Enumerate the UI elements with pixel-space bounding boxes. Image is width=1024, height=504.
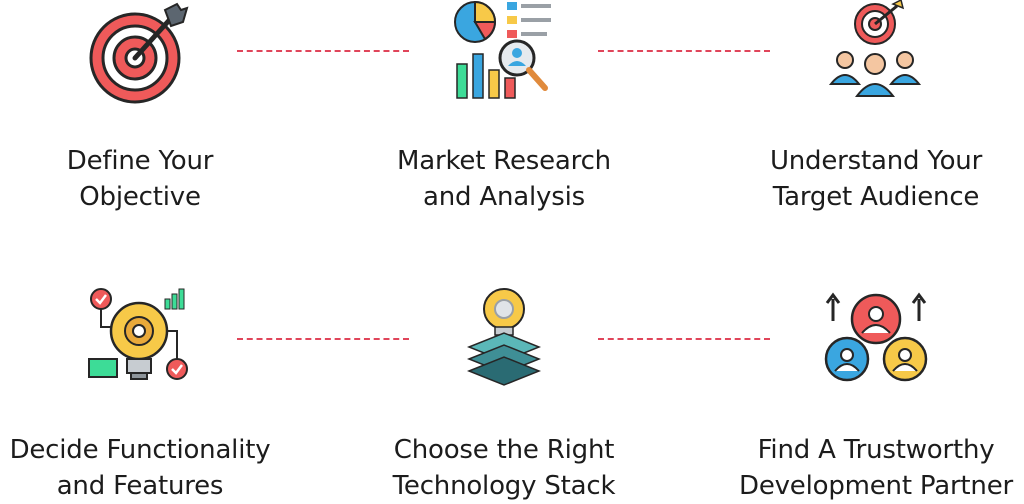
idea-bulb-gear-icon (88, 288, 188, 380)
step-label-line: Technology Stack (392, 471, 616, 501)
connector-line (598, 338, 770, 340)
step-label-line: Decide Functionality (9, 435, 271, 465)
step-label-line: Understand Your (769, 146, 983, 176)
connector-line (237, 50, 409, 52)
technology-stack-bulb-icon (466, 288, 542, 386)
step-technology-stack: Choose the Right Technology Stack (334, 287, 674, 501)
step-label-line: Development Partner (739, 471, 1013, 501)
step-label-line: Target Audience (772, 182, 980, 212)
step-label-line: Define Your (66, 146, 214, 176)
step-label-line: Objective (79, 182, 201, 212)
step-label-line: and Analysis (423, 182, 585, 212)
step-label-line: Choose the Right (393, 435, 615, 465)
target-arrow-icon (89, 2, 189, 104)
step-market-research: Market Research and Analysis (334, 0, 674, 212)
connector-line (237, 338, 409, 340)
step-label-line: and Features (56, 471, 224, 501)
partner-network-icon (824, 292, 928, 382)
step-functionality-features: Decide Functionality and Features (0, 287, 310, 501)
step-label-line: Market Research (397, 146, 611, 176)
step-target-audience: Understand Your Target Audience (706, 0, 1024, 212)
step-define-objective: Define Your Objective (0, 0, 310, 212)
step-label-line: Find A Trustworthy (757, 435, 995, 465)
connector-line (598, 50, 770, 52)
market-research-chart-icon (454, 0, 551, 99)
step-development-partner: Find A Trustworthy Development Partner (706, 287, 1024, 501)
target-audience-group-icon (828, 0, 922, 97)
